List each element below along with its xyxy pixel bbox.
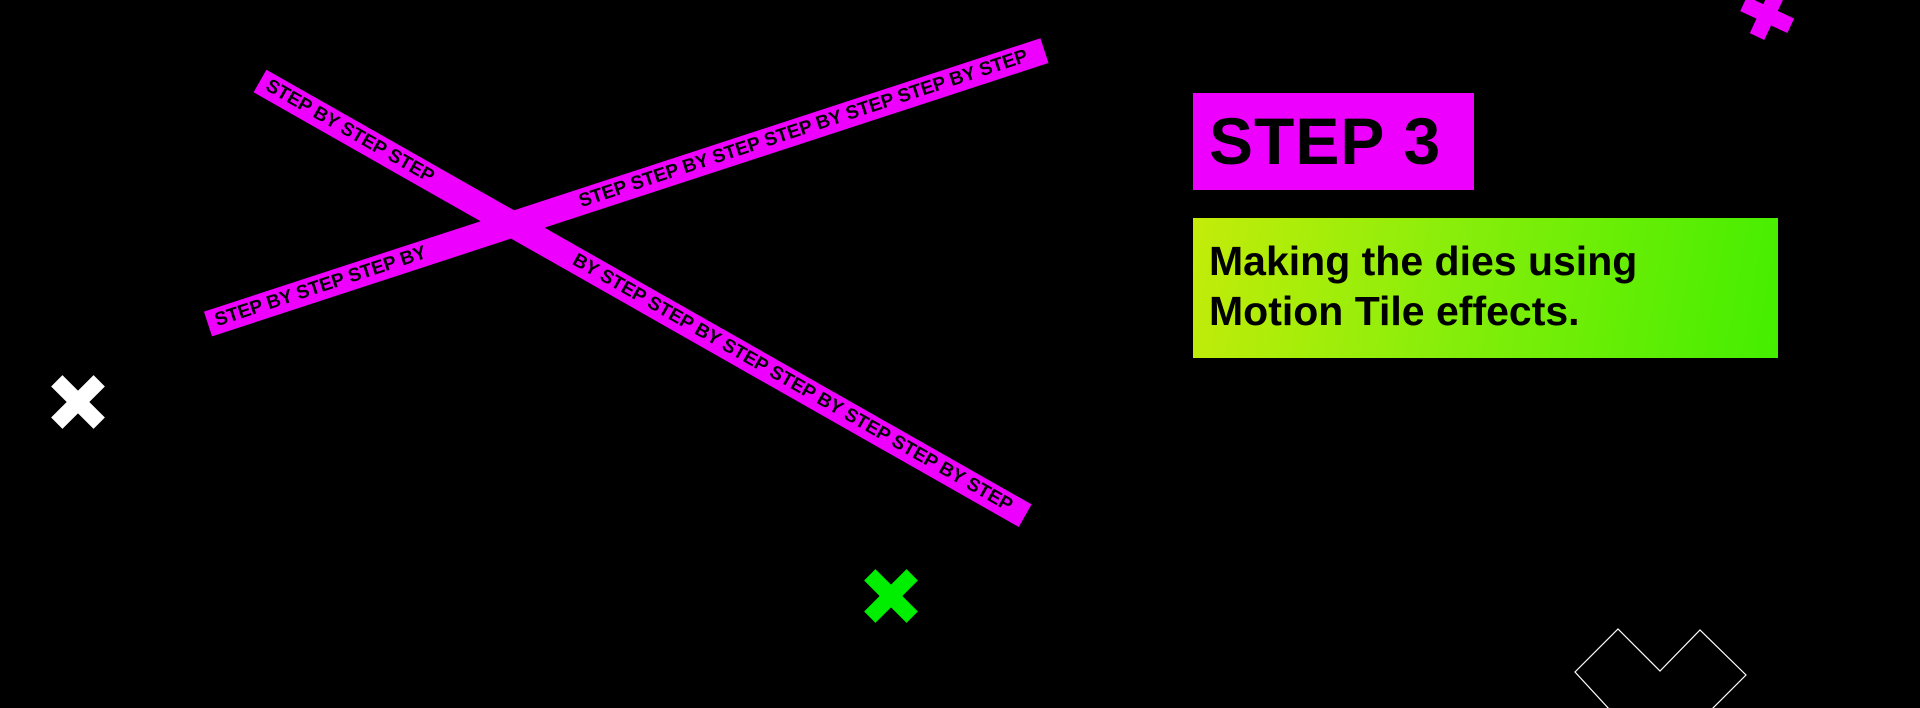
step-title-box: STEP 3 <box>1193 93 1474 190</box>
description-line-2: Motion Tile effects. <box>1209 288 1580 334</box>
description-line-1: Making the dies using <box>1209 238 1638 284</box>
step-description: Making the dies using Motion Tile effect… <box>1209 236 1637 336</box>
green-x-icon <box>864 569 918 623</box>
white-x-icon <box>51 375 105 429</box>
step-description-box: Making the dies using Motion Tile effect… <box>1193 218 1778 358</box>
step-title: STEP 3 <box>1209 104 1442 178</box>
magenta-plus-icon <box>1740 0 1795 40</box>
